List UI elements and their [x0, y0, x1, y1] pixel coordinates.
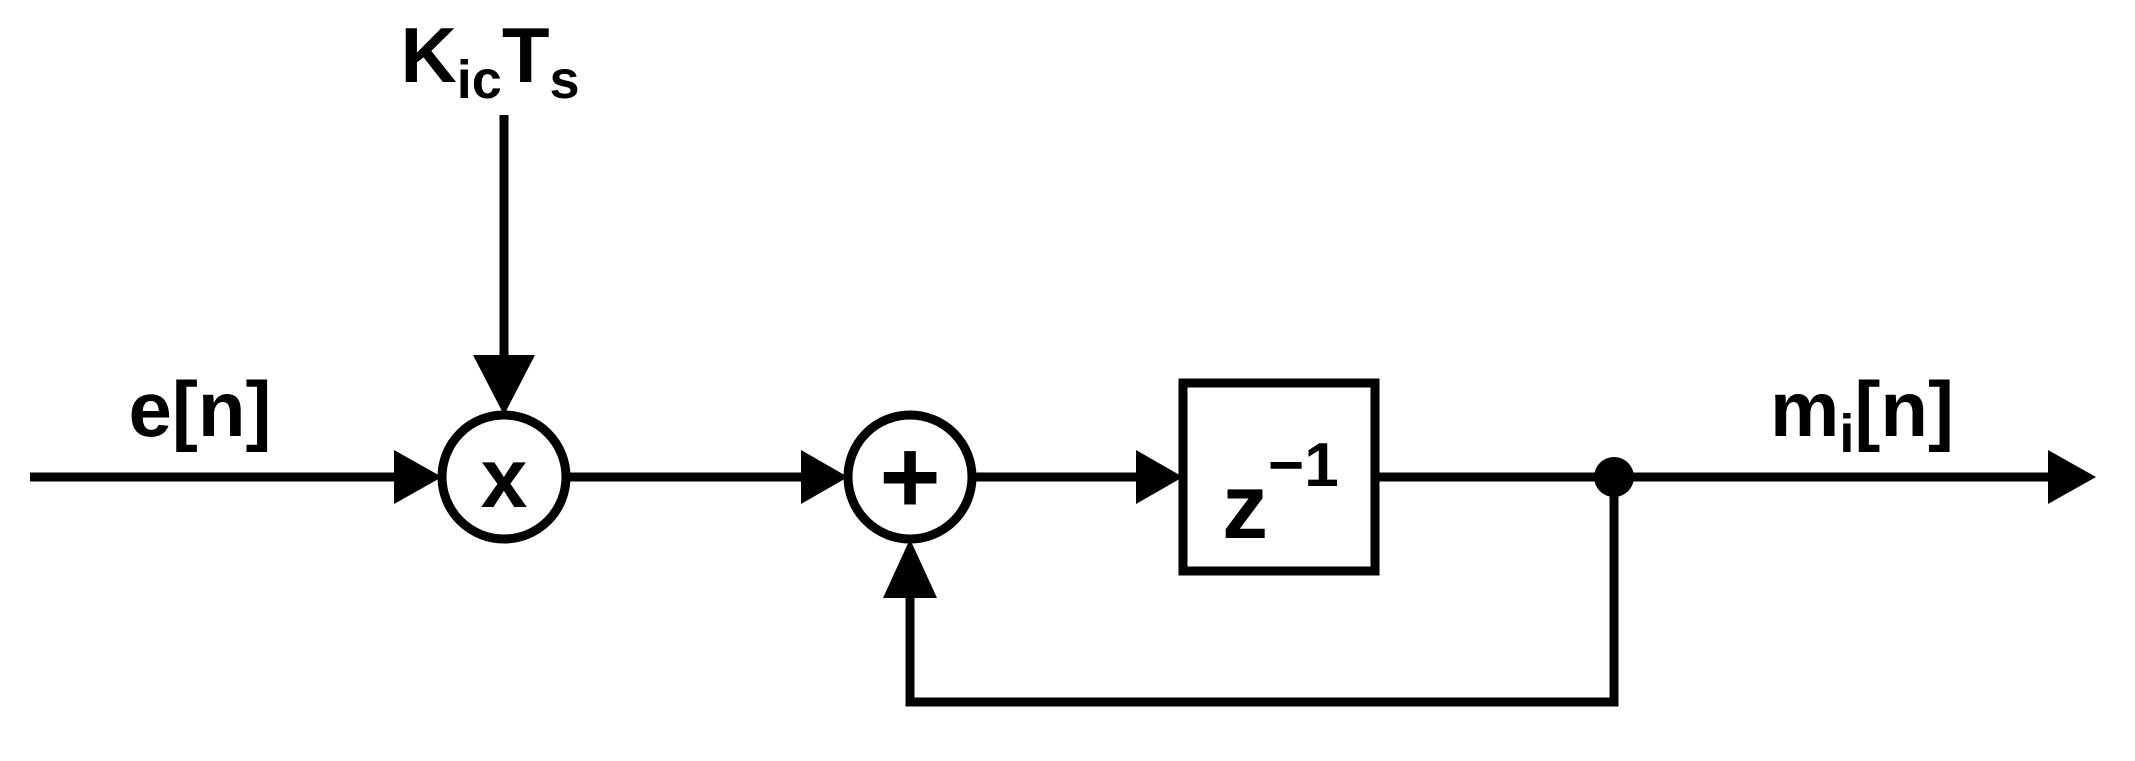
input-label: e[n] — [129, 365, 272, 453]
feedback-arrowhead-icon — [883, 539, 937, 598]
feedback-path — [905, 477, 1619, 707]
delay-label-exponent: −1 — [1268, 431, 1339, 500]
delay-label-base: z — [1222, 456, 1268, 558]
gain-label: KicTs — [400, 11, 579, 110]
summer-input-arrowhead-icon — [801, 450, 848, 504]
input-arrowhead-icon — [394, 450, 442, 504]
output-label-m-sub: i — [1839, 404, 1854, 464]
output-label-m: m — [1770, 365, 1839, 453]
output-label-bracket: [n] — [1854, 365, 1954, 453]
multiplier-symbol: x — [481, 431, 528, 525]
gain-label-k-sub: ic — [457, 50, 502, 110]
gain-label-t-sub: s — [550, 50, 580, 110]
delay-label: z−1 — [1222, 431, 1339, 558]
delay-input-arrowhead-icon — [1136, 450, 1183, 504]
gain-arrowhead-icon — [473, 355, 535, 415]
output-label: mi[n] — [1770, 365, 1954, 464]
gain-label-k: K — [400, 11, 456, 99]
output-arrowhead-icon — [2048, 450, 2096, 504]
gain-label-t: T — [502, 11, 550, 99]
summer-symbol: + — [879, 419, 940, 536]
